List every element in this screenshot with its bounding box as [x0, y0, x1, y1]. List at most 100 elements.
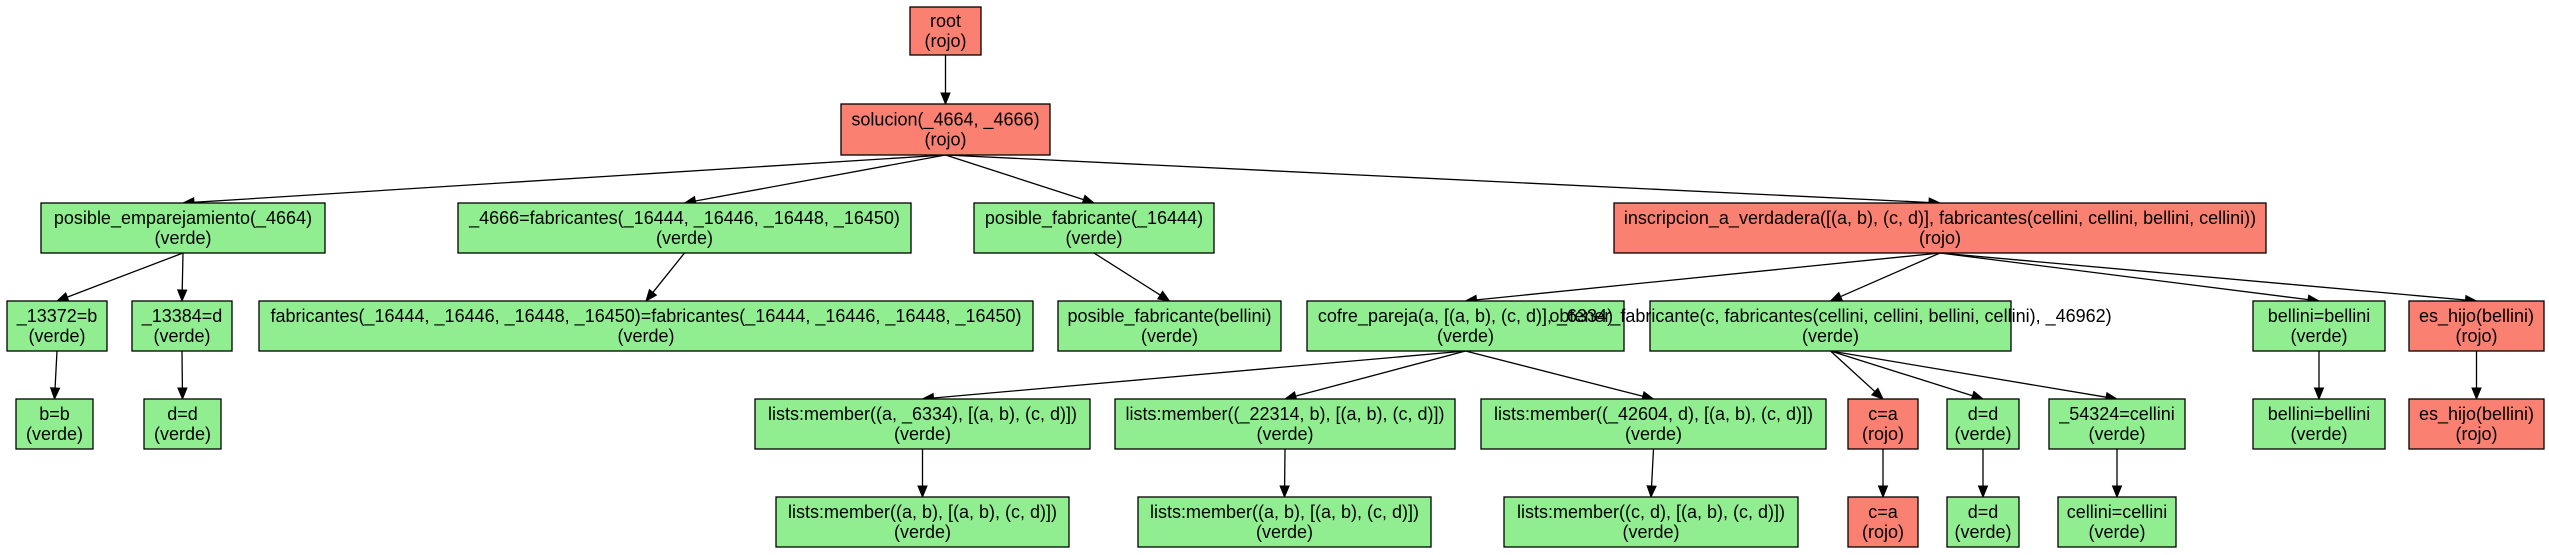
- tree-edge: [945, 154, 1942, 208]
- node-box: [973, 202, 1215, 254]
- edge-line: [695, 154, 946, 202]
- tree-edge: [1829, 252, 1941, 302]
- node-label: _4666=fabricantes(_16444, _16446, _16448…: [468, 208, 900, 229]
- tree-node: _4666=fabricantes(_16444, _16446, _16448…: [457, 202, 912, 254]
- tree-node: es_hijo(bellini)(rojo): [2408, 398, 2545, 450]
- tree-node: _54324=cellini(verde): [2048, 398, 2186, 450]
- tree-node: lists:member((c, d), [(a, b), (c, d)])(v…: [1503, 496, 1799, 548]
- arrowhead-icon: [940, 92, 951, 106]
- tree-edge: [1939, 252, 2478, 306]
- edge-line: [1830, 350, 2107, 398]
- node-status-label: (verde): [1437, 326, 1494, 346]
- node-label: b=b: [39, 404, 70, 424]
- node-status-label: (verde): [1954, 522, 2011, 542]
- tree-edge: [1279, 448, 1290, 499]
- edge-line: [1939, 252, 2466, 301]
- arrowhead-icon: [1877, 485, 1889, 499]
- arrowhead-icon: [2471, 387, 2482, 401]
- edge-line: [933, 350, 1466, 399]
- node-status-label: (verde): [26, 424, 83, 444]
- nodes-layer: root (rojo) solucion(_4664, _4666) (rojo) po…: [6, 6, 2545, 548]
- node-status-label: (rojo): [2455, 424, 2497, 444]
- node-status-label: (verde): [153, 326, 210, 346]
- node-box: [909, 6, 982, 56]
- tree-node: _13372=b(verde): [6, 300, 108, 352]
- node-label: c=a: [1868, 404, 1899, 424]
- edge-line: [54, 350, 58, 389]
- node-label: d=d: [1968, 404, 1999, 424]
- node-box: [1114, 398, 1456, 450]
- arrowhead-icon: [176, 289, 188, 303]
- edge-line: [945, 154, 1930, 204]
- node-status-label: (verde): [1622, 522, 1679, 542]
- edge-line: [181, 252, 184, 291]
- node-status-label: (rojo): [1862, 424, 1904, 444]
- node-status-label: (verde): [154, 424, 211, 444]
- tree-node: bellini=bellini(verde): [2252, 398, 2386, 450]
- tree-edge: [921, 350, 1466, 404]
- tree-node: posible_fabricante(_16444)(verde): [973, 202, 1215, 254]
- node-label: cellini=cellini: [2067, 502, 2168, 522]
- node-box: [143, 398, 222, 450]
- node-status-label: (rojo): [1862, 522, 1904, 542]
- tree-edge: [2471, 351, 2482, 401]
- tree-node: cellini=cellini(verde): [2057, 496, 2177, 548]
- node-status-label: (verde): [154, 228, 211, 248]
- tree-node: cofre_pareja(a, [(a, b), (c, d)], _6334)…: [1306, 300, 1625, 352]
- node-status-label: (rojo): [2455, 326, 2497, 346]
- tree-node: lists:member((_22314, b), [(a, b), (c, d…: [1114, 398, 1456, 450]
- tree-edge: [176, 252, 188, 303]
- arrowhead-icon: [55, 292, 70, 302]
- tree-node: d=d(verde): [1946, 496, 2020, 548]
- node-box: [775, 496, 1070, 548]
- node-box: [1847, 398, 1919, 450]
- node-label: es_hijo(bellini): [2419, 404, 2534, 425]
- node-box: [2408, 398, 2545, 450]
- node-box: [754, 398, 1091, 450]
- tree-edge: [683, 154, 946, 207]
- tree-node: c=a(rojo): [1847, 398, 1919, 450]
- tree-node: c=a(rojo): [1847, 496, 1919, 548]
- edge-line: [1476, 252, 1941, 301]
- edge-line: [193, 154, 946, 203]
- node-status-label: (verde): [1802, 326, 1859, 346]
- tree-node: posible_emparejamiento(_4664)(verde): [40, 202, 326, 254]
- arrowhead-icon: [1829, 291, 1844, 302]
- arrowhead-icon: [177, 387, 188, 401]
- tree-node: lists:member((a, b), [(a, b), (c, d)])(v…: [1137, 496, 1432, 548]
- node-status-label: (verde): [656, 228, 713, 248]
- node-box: [2048, 398, 2186, 450]
- edge-line: [1830, 350, 1973, 397]
- node-box: [1057, 300, 1282, 352]
- edge-line: [1465, 350, 1644, 397]
- node-label: d=d: [1968, 502, 1999, 522]
- node-status-label: (rojo): [1919, 228, 1961, 248]
- node-label: lists:member((a, _6334), [(a, b), (c, d)…: [768, 404, 1077, 425]
- node-label: lists:member((c, d), [(a, b), (c, d)]): [1517, 502, 1785, 522]
- node-label: _13372=b: [16, 306, 98, 327]
- node-label: lists:member((a, b), [(a, b), (c, d)]): [788, 502, 1057, 522]
- node-label: posible_fabricante(bellini): [1067, 306, 1271, 327]
- node-label: solucion(_4664, _4666): [851, 110, 1039, 131]
- node-label: _54324=cellini: [2058, 404, 2175, 425]
- node-box: [1306, 300, 1625, 352]
- node-box: [15, 398, 94, 450]
- node-status-label: (verde): [2290, 424, 2347, 444]
- tree-node: bellini=bellini(verde): [2252, 300, 2386, 352]
- node-label: lists:member((_42604, d), [(a, b), (c, d…: [1494, 404, 1813, 425]
- edge-line: [1939, 252, 2309, 301]
- node-label: root: [930, 11, 961, 31]
- node-status-label: (verde): [2290, 326, 2347, 346]
- tree-edge: [1283, 350, 1466, 402]
- node-box: [1946, 398, 2020, 450]
- node-status-label: (verde): [894, 424, 951, 444]
- node-status-label: (verde): [894, 522, 951, 542]
- arrowhead-icon: [2111, 485, 2123, 499]
- tree-node: obtener_fabricante(c, fabricantes(cellin…: [1549, 300, 2112, 352]
- node-box: [1649, 300, 2012, 352]
- node-box: [258, 300, 1034, 352]
- node-label: lists:member((a, b), [(a, b), (c, d)]): [1150, 502, 1419, 522]
- tree-edge: [2111, 449, 2123, 499]
- node-status-label: (verde): [1625, 424, 1682, 444]
